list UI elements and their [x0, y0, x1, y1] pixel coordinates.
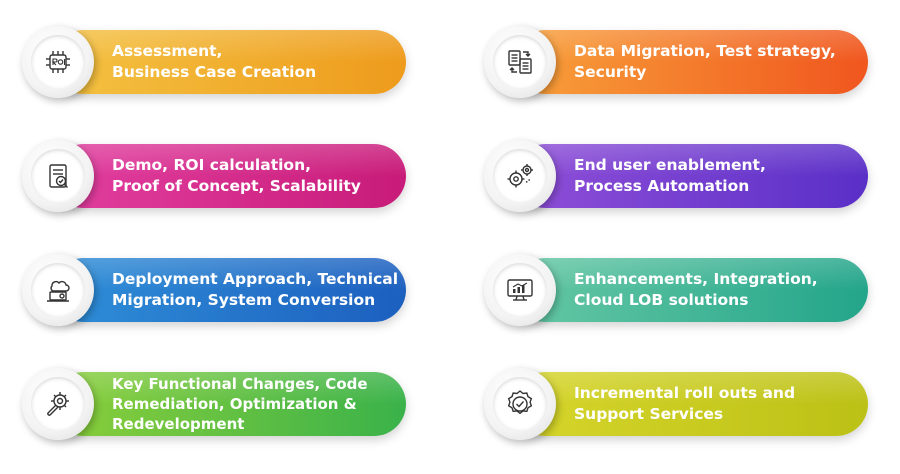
step-label: Data Migration, Test strategy, Security	[574, 42, 836, 81]
cloud-laptop-icon	[47, 280, 70, 302]
gear-wrench-icon	[47, 392, 69, 416]
step-card-7: Enhancements, Integration, Cloud LOB sol…	[484, 254, 874, 326]
step-label: Demo, ROI calculation, Proof of Concept,…	[112, 156, 361, 195]
step-label: Deployment Approach, Technical Migration…	[112, 270, 399, 309]
checklist-document-icon	[49, 164, 68, 188]
step-card-3: Deployment Approach, Technical Migration…	[22, 254, 412, 326]
step-bar	[514, 30, 868, 94]
step-card-6: End user enablement, Process Automation	[484, 140, 874, 212]
step-card-5: Data Migration, Test strategy, Security	[484, 26, 874, 98]
icon-badge	[22, 26, 94, 98]
step-bar	[52, 372, 406, 436]
gears-icon	[507, 164, 533, 188]
step-label: Key Functional Changes, Code Remediation…	[112, 375, 368, 433]
icon-badge	[484, 254, 556, 326]
icon-badge	[484, 140, 556, 212]
step-bar	[514, 372, 868, 436]
step-label: End user enablement, Process Automation	[574, 156, 766, 195]
monitor-chart-icon	[507, 279, 533, 301]
step-label: Enhancements, Integration, Cloud LOB sol…	[574, 270, 818, 309]
check-badge-icon	[507, 390, 533, 415]
step-card-8: Incremental roll outs and Support Servic…	[484, 368, 874, 440]
roi-chip-icon	[46, 51, 70, 73]
step-label: Assessment, Business Case Creation	[112, 42, 317, 81]
icon-badge	[22, 254, 94, 326]
icon-badge	[484, 368, 556, 440]
step-bar	[514, 144, 868, 208]
step-card-4: Key Functional Changes, Code Remediation…	[22, 368, 412, 440]
step-card-2: Demo, ROI calculation, Proof of Concept,…	[22, 140, 412, 212]
document-transfer-icon	[508, 50, 532, 74]
icon-badge	[22, 368, 94, 440]
step-card-1: Assessment, Business Case Creation	[22, 26, 412, 98]
step-bar	[52, 258, 406, 322]
step-label: Incremental roll outs and Support Servic…	[574, 384, 796, 423]
step-bar	[52, 144, 406, 208]
icon-badge	[484, 26, 556, 98]
step-bar	[52, 30, 406, 94]
icon-badge	[22, 140, 94, 212]
step-bar	[514, 258, 868, 322]
